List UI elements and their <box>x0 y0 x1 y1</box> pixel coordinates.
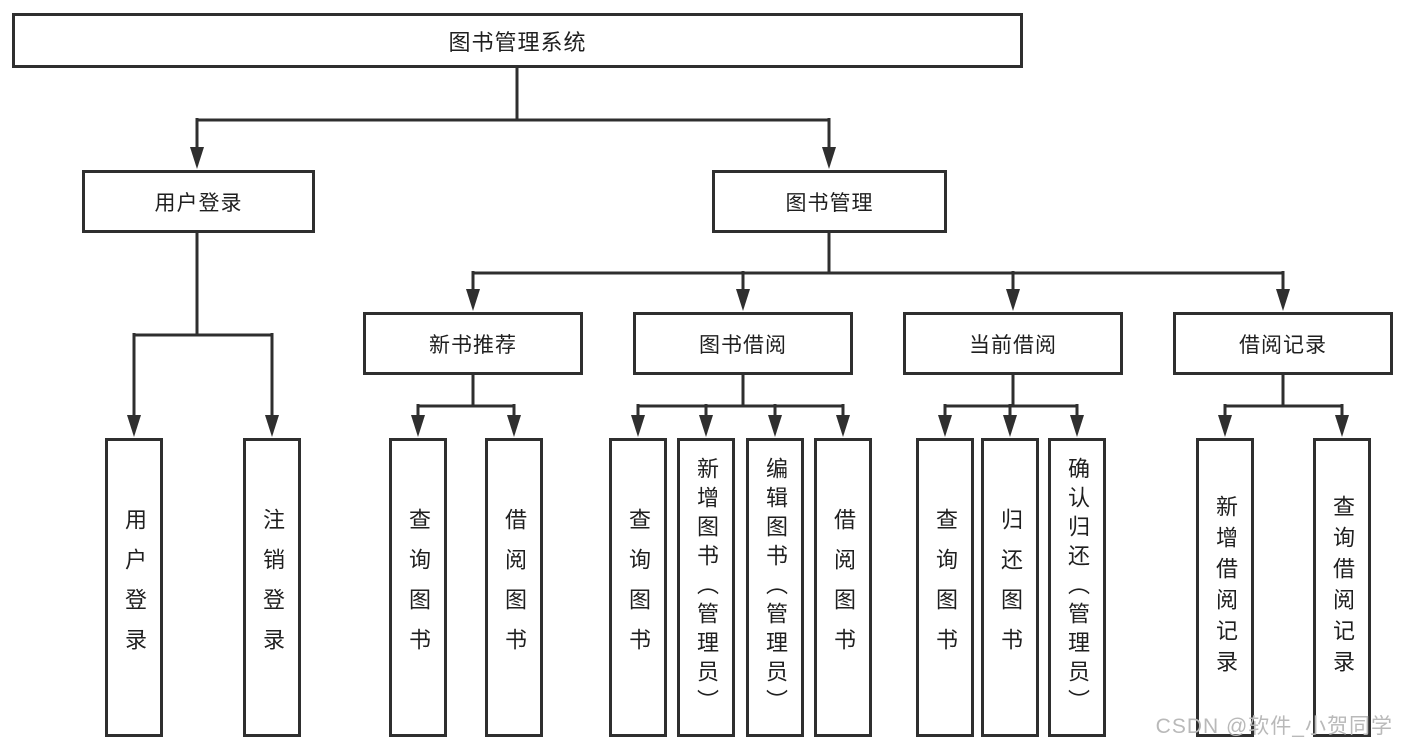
leaf-borrow-books-recommend: 借阅图书 <box>485 438 543 737</box>
node-current-borrow: 当前借阅 <box>903 312 1123 375</box>
leaf-logout: 注销登录 <box>243 438 301 737</box>
leaf-query-books-current-label: 查询图书 <box>933 507 958 668</box>
leaf-confirm-return-admin: 确认归还（管理员） <box>1048 438 1106 737</box>
leaf-query-books-borrow: 查询图书 <box>609 438 667 737</box>
leaf-user-login: 用户登录 <box>105 438 163 737</box>
node-book-borrow: 图书借阅 <box>633 312 853 375</box>
leaf-return-book: 归还图书 <box>981 438 1039 737</box>
leaf-confirm-return-admin-label: 确认归还（管理员） <box>1065 457 1090 718</box>
leaf-add-borrow-record-label: 新增借阅记录 <box>1213 494 1238 681</box>
leaf-query-books-borrow-label: 查询图书 <box>626 507 651 668</box>
leaf-user-login-label: 用户登录 <box>122 507 147 668</box>
node-new-book-recommend: 新书推荐 <box>363 312 583 375</box>
leaf-add-book-admin-label: 新增图书（管理员） <box>694 457 719 718</box>
leaf-add-book-admin: 新增图书（管理员） <box>677 438 735 737</box>
leaf-query-borrow-record: 查询借阅记录 <box>1313 438 1371 737</box>
leaf-query-borrow-record-label: 查询借阅记录 <box>1330 494 1355 681</box>
leaf-edit-book-admin-label: 编辑图书（管理员） <box>763 457 788 718</box>
leaf-query-books-recommend: 查询图书 <box>389 438 447 737</box>
node-system-root: 图书管理系统 <box>12 13 1023 68</box>
leaf-borrow-books-recommend-label: 借阅图书 <box>502 507 527 668</box>
leaf-borrow-books-label: 借阅图书 <box>831 507 856 668</box>
arrowheads <box>127 147 1349 437</box>
node-book-management: 图书管理 <box>712 170 947 233</box>
leaf-return-book-label: 归还图书 <box>998 507 1023 668</box>
leaf-logout-label: 注销登录 <box>260 507 285 668</box>
leaf-query-books-current: 查询图书 <box>916 438 974 737</box>
leaf-add-borrow-record: 新增借阅记录 <box>1196 438 1254 737</box>
watermark: CSDN @软件_小贺同学 <box>1155 715 1393 738</box>
leaf-borrow-books: 借阅图书 <box>814 438 872 737</box>
leaf-edit-book-admin: 编辑图书（管理员） <box>746 438 804 737</box>
node-borrow-records: 借阅记录 <box>1173 312 1393 375</box>
leaf-query-books-recommend-label: 查询图书 <box>406 507 431 668</box>
node-user-login: 用户登录 <box>82 170 315 233</box>
